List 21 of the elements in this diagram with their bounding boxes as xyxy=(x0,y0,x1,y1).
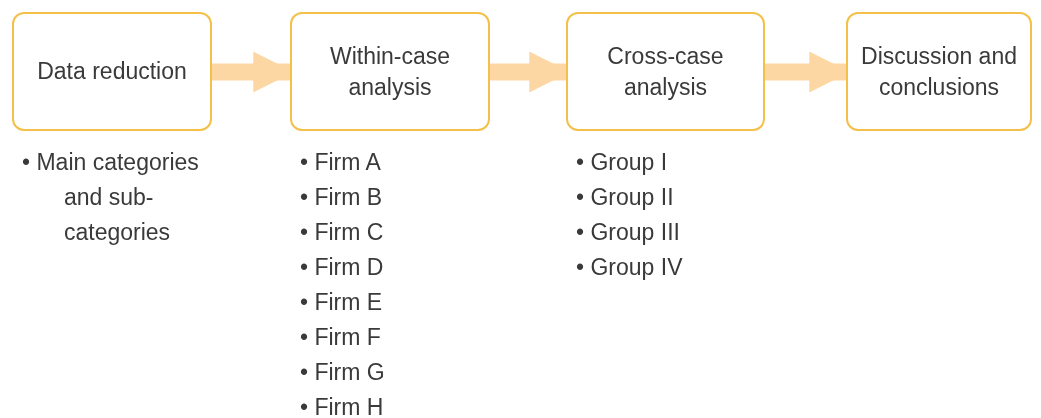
bullet-item: • Group IV xyxy=(576,253,684,282)
bullet-item: • Firm C xyxy=(300,218,385,247)
process-box xyxy=(12,12,212,131)
process-box xyxy=(566,12,765,131)
bullet-item: • Firm G xyxy=(300,358,386,387)
box-label: Cross-case analysis xyxy=(606,41,725,102)
bullet-item: • Firm E xyxy=(300,288,384,317)
process-box xyxy=(290,12,490,131)
bullet-item: • Group I xyxy=(576,148,669,177)
bullet-item: • Main categories and sub-categories xyxy=(22,148,200,247)
bullet-item: • Group III xyxy=(576,218,681,247)
process-box xyxy=(846,12,1032,131)
box-label: Within-case analysis xyxy=(328,41,452,102)
bullet-item: • Firm A xyxy=(300,148,382,177)
box-label: Data reduction xyxy=(37,57,187,86)
bullet-item: • Group II xyxy=(576,183,675,212)
bullet-item: • Firm H xyxy=(300,393,385,418)
bullet-item: • Firm F xyxy=(300,323,382,352)
box-label: Discussion and conclusions xyxy=(860,41,1018,102)
bullet-item: • Firm B xyxy=(300,183,384,212)
bullet-item: • Firm D xyxy=(300,253,385,282)
